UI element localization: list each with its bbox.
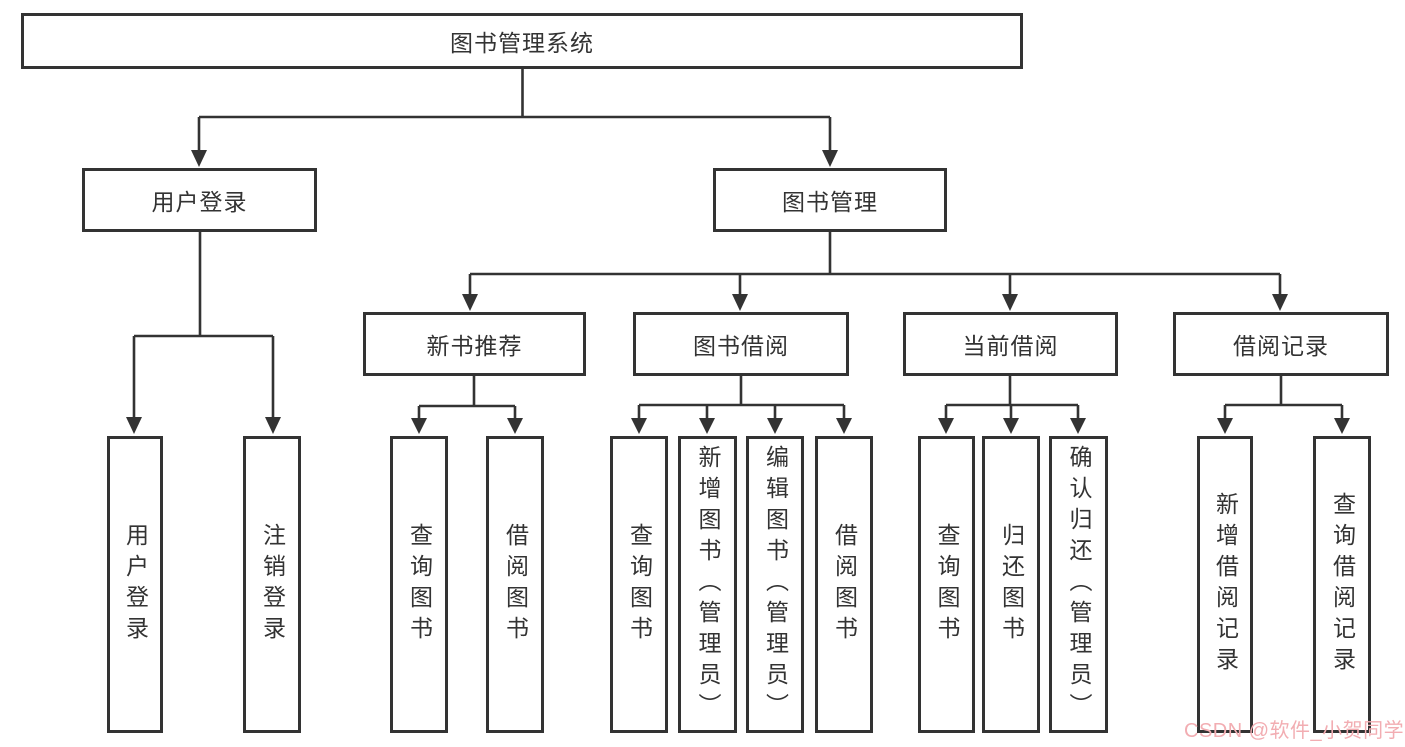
leaf-borrow-books-recommend: 借阅图书 <box>486 436 544 733</box>
node-library-system: 图书管理系统 <box>21 13 1023 69</box>
leaf-user-login: 用户登录 <box>107 436 163 733</box>
leaf-edit-book-admin-label: 编辑图书（管理员） <box>762 445 789 724</box>
leaf-logout: 注销登录 <box>243 436 301 733</box>
leaf-borrow-books: 借阅图书 <box>815 436 873 733</box>
leaf-query-books-current: 查询图书 <box>918 436 975 733</box>
leaf-query-books-borrow-label: 查询图书 <box>626 522 653 647</box>
node-book-management: 图书管理 <box>713 168 947 232</box>
leaf-query-books-current-label: 查询图书 <box>934 522 960 647</box>
leaf-query-books-borrow: 查询图书 <box>610 436 668 733</box>
leaf-add-borrow-record: 新增借阅记录 <box>1197 436 1253 733</box>
leaf-query-borrow-record-label: 查询借阅记录 <box>1329 491 1356 678</box>
leaf-logout-label: 注销登录 <box>259 522 286 647</box>
node-book-borrow: 图书借阅 <box>633 312 849 376</box>
leaf-user-login-label: 用户登录 <box>122 522 149 647</box>
leaf-return-book: 归还图书 <box>982 436 1040 733</box>
leaf-query-borrow-record: 查询借阅记录 <box>1313 436 1371 733</box>
leaf-query-books-recommend: 查询图书 <box>390 436 448 733</box>
node-user-login: 用户登录 <box>82 168 317 232</box>
csdn-watermark: CSDN @软件_小贺同学 <box>1184 720 1405 742</box>
leaf-return-book-label: 归还图书 <box>998 522 1025 647</box>
leaf-add-book-admin: 新增图书（管理员） <box>678 436 737 733</box>
leaf-edit-book-admin: 编辑图书（管理员） <box>746 436 804 733</box>
leaf-confirm-return-admin: 确认归还（管理员） <box>1049 436 1108 733</box>
leaf-borrow-books-recommend-label: 借阅图书 <box>502 522 529 647</box>
leaf-confirm-return-admin-label: 确认归还（管理员） <box>1066 445 1092 724</box>
node-new-book-recommend: 新书推荐 <box>363 312 586 376</box>
leaf-query-books-recommend-label: 查询图书 <box>406 522 433 647</box>
leaf-add-borrow-record-label: 新增借阅记录 <box>1212 491 1239 678</box>
leaf-borrow-books-label: 借阅图书 <box>831 522 858 647</box>
node-borrow-records: 借阅记录 <box>1173 312 1389 376</box>
leaf-add-book-admin-label: 新增图书（管理员） <box>695 445 721 724</box>
node-current-borrow: 当前借阅 <box>903 312 1118 376</box>
